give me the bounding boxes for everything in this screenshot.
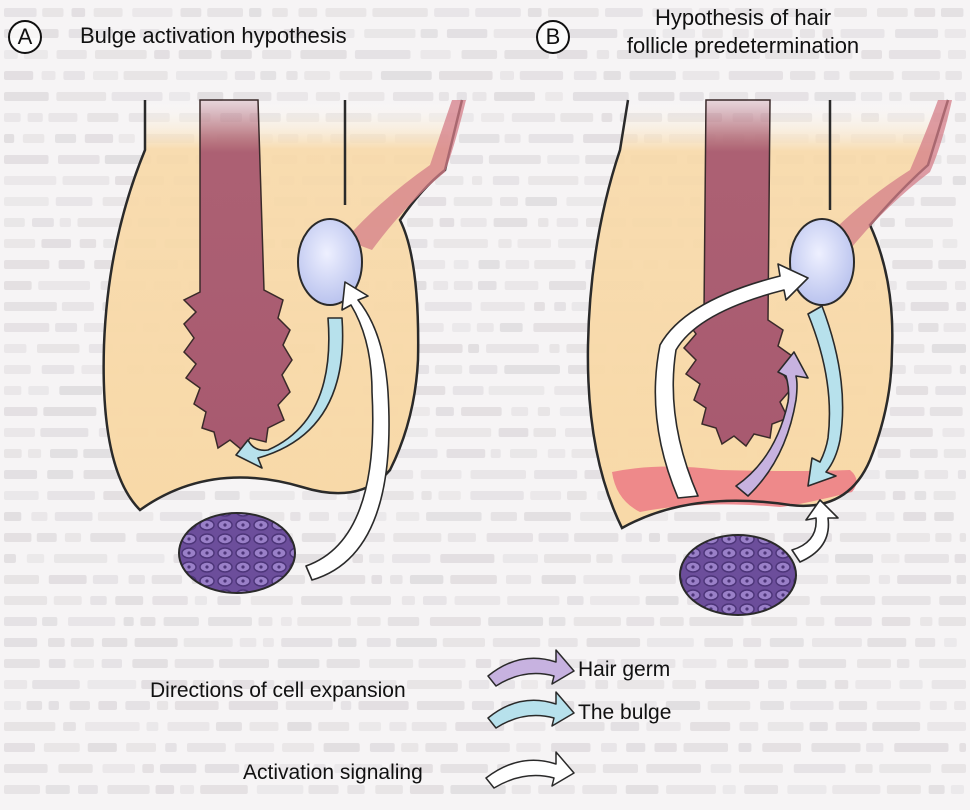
legend-hair-germ-label: Hair germ: [578, 657, 670, 683]
panel-b-title-line2: follicle predetermination: [578, 32, 908, 60]
panel-b-papilla-activation-arrow: [792, 500, 838, 562]
legend-cell-expansion-label: Directions of cell expansion: [150, 678, 406, 704]
panel-a-letter: A: [8, 20, 42, 54]
panel-a-title: Bulge activation hypothesis: [80, 22, 347, 50]
legend-bulge-arrow-icon: [488, 692, 574, 728]
legend-activation-label: Activation signaling: [243, 760, 423, 786]
panel-b-letter: B: [536, 20, 570, 54]
legend-bulge-label: The bulge: [578, 700, 671, 726]
legend-activation-arrow-icon: [486, 752, 574, 788]
panel-b-bulge: [790, 219, 854, 305]
panel-a-dermal-papilla: [175, 510, 300, 600]
legend-hair-germ-arrow-icon: [488, 650, 574, 686]
panel-b-follicle: [588, 100, 952, 622]
panel-b-title-line1: Hypothesis of hair: [578, 4, 908, 32]
panel-b-dermal-papilla: [676, 532, 801, 622]
panel-b-title: Hypothesis of hair follicle predetermina…: [578, 4, 908, 60]
panel-a-follicle: [104, 100, 466, 600]
